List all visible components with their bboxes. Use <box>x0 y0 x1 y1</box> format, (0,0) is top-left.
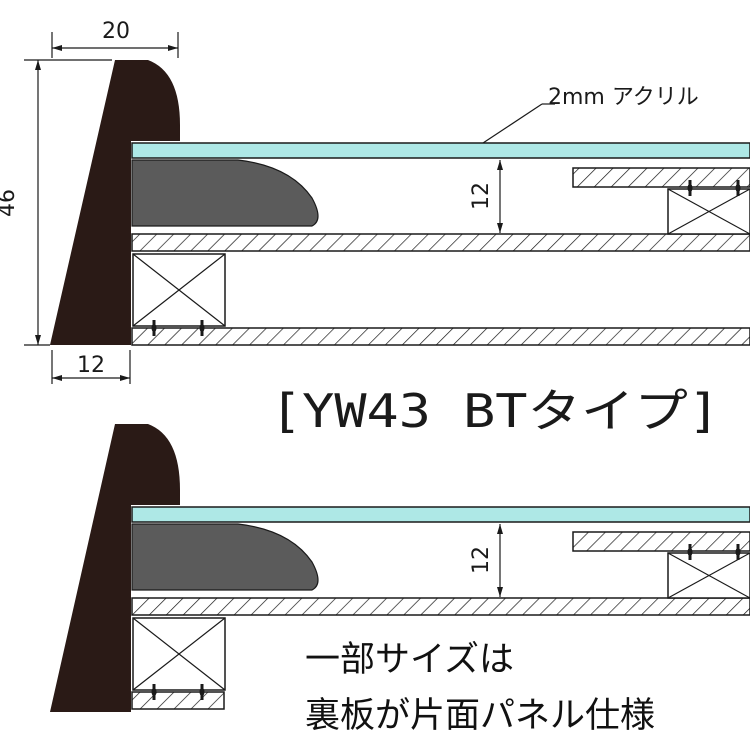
spacer-box-top <box>132 253 226 327</box>
frame-profile-top <box>50 60 180 345</box>
backing-board-top <box>131 233 750 252</box>
spacer-box-bottom <box>132 617 226 691</box>
dim-top-width: 20 <box>102 19 130 44</box>
dim-bottom-width: 12 <box>77 353 105 378</box>
dimension-lines-bottom <box>497 524 503 597</box>
dimension-lines-top <box>24 32 555 384</box>
pins-top-left <box>151 320 205 336</box>
caption-line-2: 裏板が片面パネル仕様 <box>305 696 655 736</box>
backing-board-bottom <box>131 597 750 616</box>
acrylic-sheet-top <box>131 142 750 159</box>
dim-gap-top: 12 <box>469 182 494 210</box>
caption-line-1: 一部サイズは <box>305 640 514 680</box>
mat-profile-top <box>131 159 319 227</box>
dim-height: 46 <box>0 189 20 217</box>
back-panel-bottom <box>131 691 225 710</box>
hanger-box-bottom <box>667 544 750 599</box>
hanger-board-top <box>572 167 750 188</box>
acrylic-sheet-bottom <box>131 506 750 523</box>
frame-profile-bottom <box>50 424 180 712</box>
hanger-board-bottom <box>572 531 750 552</box>
acrylic-label: 2mm アクリル <box>548 85 699 110</box>
top-section: 20 46 12 12 2mm アクリル <box>0 19 750 384</box>
mat-profile-bottom <box>131 523 319 591</box>
dim-gap-bottom: 12 <box>469 546 494 574</box>
pins-bottom-left <box>151 684 205 700</box>
bottom-section: 12 一部サイズは 裏板が片面パネル仕様 <box>50 424 750 736</box>
hanger-box-top <box>667 180 750 235</box>
model-title: [YW43 BTタイプ] <box>270 384 720 438</box>
back-panel-top <box>131 327 750 346</box>
